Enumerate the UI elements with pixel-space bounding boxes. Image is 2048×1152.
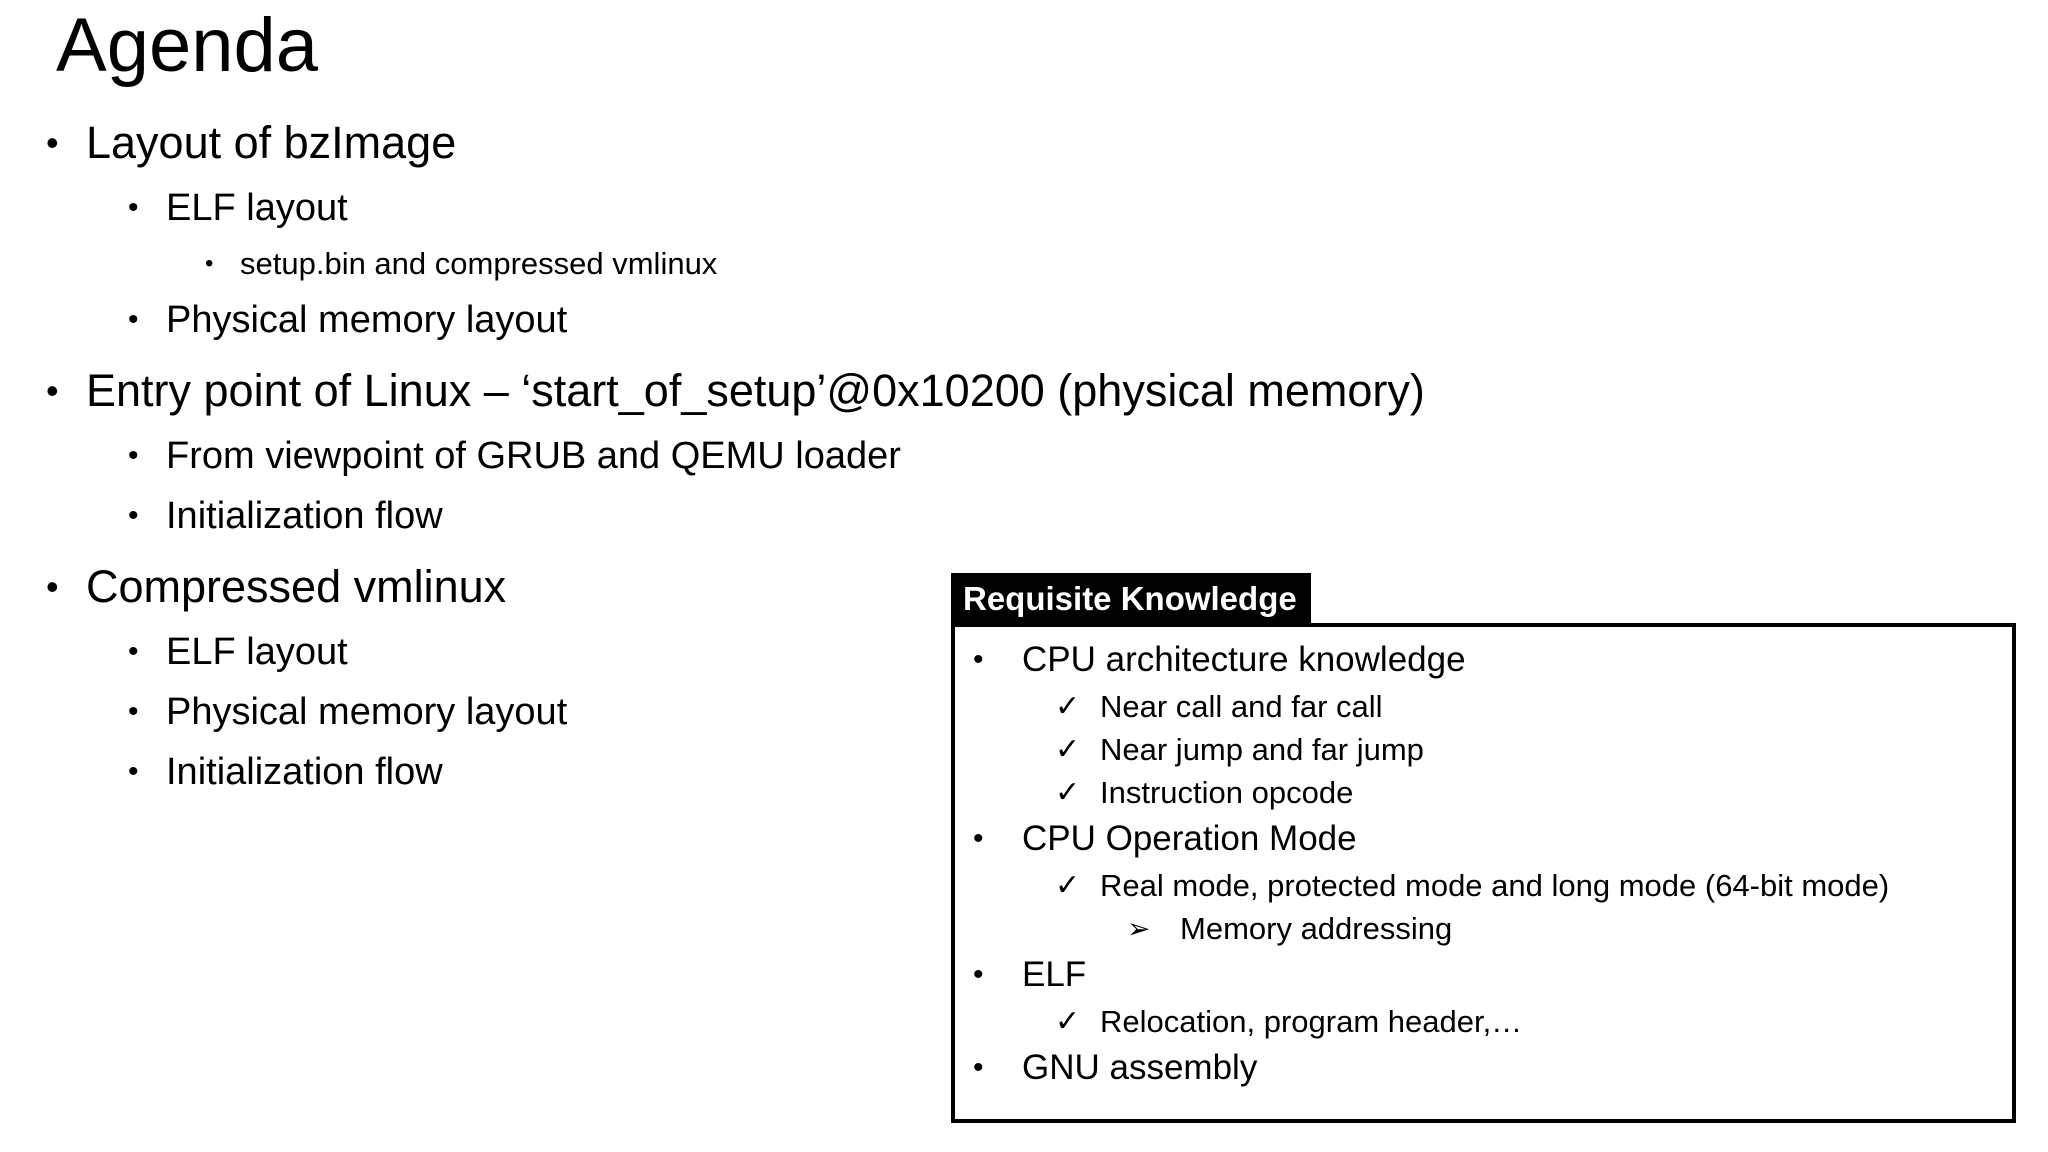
bullet-dot-icon: • (128, 635, 139, 668)
arrow-bullet-icon: ➢ (1127, 913, 1151, 944)
outline-item-level3: • setup.bin and compressed vmlinux (0, 242, 1500, 286)
callout-item-label: Near call and far call (1100, 689, 1383, 724)
callout-item-level2: ✓ Near jump and far jump (955, 728, 2020, 771)
bullet-dot-icon: • (973, 1051, 984, 1084)
callout-item-label: ELF (1022, 955, 1087, 994)
outline-item-level2: • ELF layout (0, 182, 1500, 234)
outline-item-level2: • ELF layout (0, 626, 1500, 678)
outline-item-label: Compressed vmlinux (86, 561, 507, 612)
callout-item-level2: ✓ Real mode, protected mode and long mod… (955, 864, 2020, 907)
callout-item-level2: ✓ Relocation, program header,… (955, 1000, 2020, 1043)
bullet-dot-icon: • (973, 643, 984, 676)
agenda-outline: • Layout of bzImage • ELF layout • setup… (0, 112, 1500, 798)
bullet-dot-icon: • (973, 958, 984, 991)
checkmark-icon: ✓ (1055, 869, 1081, 902)
bullet-dot-icon: • (973, 822, 984, 855)
outline-item-label: From viewpoint of GRUB and QEMU loader (166, 435, 901, 477)
callout-item-level1: • ELF (955, 950, 2020, 1000)
outline-item-level2: • From viewpoint of GRUB and QEMU loader (0, 430, 1500, 482)
callout-item-label: Instruction opcode (1100, 775, 1354, 810)
checkmark-icon: ✓ (1055, 690, 1081, 723)
bullet-dot-icon: • (128, 499, 139, 532)
bullet-dot-icon: • (205, 250, 214, 277)
outline-item-label: ELF layout (166, 187, 348, 229)
outline-item-label: Layout of bzImage (86, 117, 457, 168)
outline-item-label: Entry point of Linux – ‘start_of_setup’@… (86, 365, 1425, 416)
callout-item-label: Near jump and far jump (1100, 732, 1424, 767)
callout-item-label: CPU Operation Mode (1022, 819, 1357, 858)
bullet-dot-icon: • (128, 755, 139, 788)
bullet-dot-icon: • (46, 370, 59, 411)
callout-item-level1: • CPU Operation Mode (955, 814, 2020, 864)
checkmark-icon: ✓ (1055, 733, 1081, 766)
checkmark-icon: ✓ (1055, 1005, 1081, 1038)
outline-item-label: Initialization flow (166, 495, 443, 537)
checkmark-icon: ✓ (1055, 776, 1081, 809)
outline-item-label: Physical memory layout (166, 691, 568, 733)
bullet-dot-icon: • (128, 191, 139, 224)
outline-item-level1: • Entry point of Linux – ‘start_of_setup… (0, 360, 1500, 422)
outline-item-label: setup.bin and compressed vmlinux (240, 246, 718, 281)
bullet-dot-icon: • (128, 695, 139, 728)
callout-item-label: Memory addressing (1180, 911, 1453, 946)
outline-item-level2: • Initialization flow (0, 490, 1500, 542)
callout-header-label: Requisite Knowledge (951, 573, 1311, 625)
callout-item-label: CPU architecture knowledge (1022, 640, 1466, 679)
outline-item-label: ELF layout (166, 631, 348, 673)
callout-item-level2: ✓ Near call and far call (955, 685, 2020, 728)
callout-list: • CPU architecture knowledge ✓ Near call… (955, 635, 2020, 1093)
bullet-dot-icon: • (46, 566, 59, 607)
callout-item-label: GNU assembly (1022, 1048, 1258, 1087)
page-title: Agenda (56, 3, 319, 88)
bullet-dot-icon: • (46, 122, 59, 163)
outline-item-level1: • Compressed vmlinux (0, 556, 1500, 618)
outline-item-level2: • Physical memory layout (0, 686, 1500, 738)
callout-item-level3: ➢ Memory addressing (955, 907, 2020, 950)
outline-item-level1: • Layout of bzImage (0, 112, 1500, 174)
callout-item-level1: • CPU architecture knowledge (955, 635, 2020, 685)
callout-border-box: • CPU architecture knowledge ✓ Near call… (951, 623, 2016, 1123)
outline-item-level2: • Initialization flow (0, 746, 1500, 798)
bullet-dot-icon: • (128, 303, 139, 336)
bullet-dot-icon: • (128, 439, 139, 472)
callout-item-label: Real mode, protected mode and long mode … (1100, 868, 1890, 903)
outline-item-label: Physical memory layout (166, 299, 568, 341)
outline-item-label: Initialization flow (166, 751, 443, 793)
outline-item-level2: • Physical memory layout (0, 294, 1500, 346)
callout-item-label: Relocation, program header,… (1100, 1004, 1523, 1039)
callout-item-level2: ✓ Instruction opcode (955, 771, 2020, 814)
callout-item-level1: • GNU assembly (955, 1043, 2020, 1093)
